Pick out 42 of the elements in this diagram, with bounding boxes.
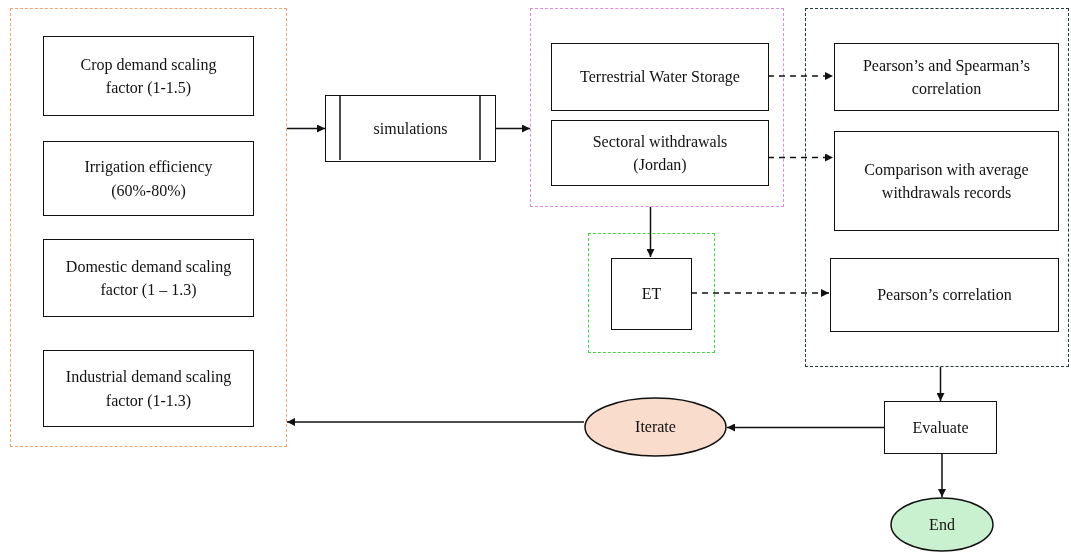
process-box bbox=[43, 350, 254, 427]
arrow bbox=[690, 289, 830, 297]
arrow bbox=[938, 453, 946, 498]
arrow bbox=[767, 153, 834, 162]
dashed-group-frame bbox=[10, 8, 287, 447]
predefined-process-box bbox=[325, 95, 496, 162]
node-label: Comparison with average withdrawals records bbox=[863, 159, 1030, 203]
process-box bbox=[834, 43, 1059, 111]
node-label: Pearson’s and Spearman’s correlation bbox=[861, 55, 1032, 99]
node-label: Domestic demand scaling factor (1 – 1.3) bbox=[64, 256, 233, 301]
process-box bbox=[43, 36, 254, 116]
arrow bbox=[495, 124, 531, 133]
terminator-ellipse bbox=[584, 397, 727, 457]
node-label: Evaluate bbox=[911, 417, 970, 438]
dashed-group-frame bbox=[530, 8, 784, 207]
node-label: Pearson’s correlation bbox=[876, 285, 1013, 306]
node-label: Sectoral withdrawals (Jordan) bbox=[591, 131, 729, 176]
arrow bbox=[936, 366, 945, 402]
terminator-ellipse bbox=[890, 497, 994, 552]
process-box bbox=[551, 43, 769, 111]
dashed-group-frame bbox=[805, 8, 1069, 367]
node-label: End bbox=[928, 514, 956, 535]
process-box bbox=[43, 239, 254, 317]
node-label: simulations bbox=[372, 118, 449, 139]
node-label: ET bbox=[640, 284, 663, 305]
arrow bbox=[646, 206, 655, 258]
node-label: Industrial demand scaling factor (1-1.3) bbox=[64, 367, 233, 412]
process-box bbox=[834, 131, 1059, 231]
process-box bbox=[611, 258, 692, 330]
process-box bbox=[43, 141, 254, 216]
node-label: Terrestrial Water Storage bbox=[579, 67, 741, 88]
node-label: Crop demand scaling factor (1-1.5) bbox=[79, 54, 218, 99]
arrow bbox=[286, 124, 326, 133]
node-label: Irrigation efficiency (60%-80%) bbox=[83, 157, 214, 202]
process-box bbox=[551, 120, 769, 186]
process-box bbox=[884, 401, 997, 454]
arrow bbox=[286, 418, 585, 426]
node-label: Iterate bbox=[634, 417, 677, 438]
process-box bbox=[830, 258, 1059, 332]
arrow bbox=[726, 423, 885, 432]
arrow bbox=[767, 72, 834, 80]
dashed-group-frame bbox=[588, 233, 715, 353]
